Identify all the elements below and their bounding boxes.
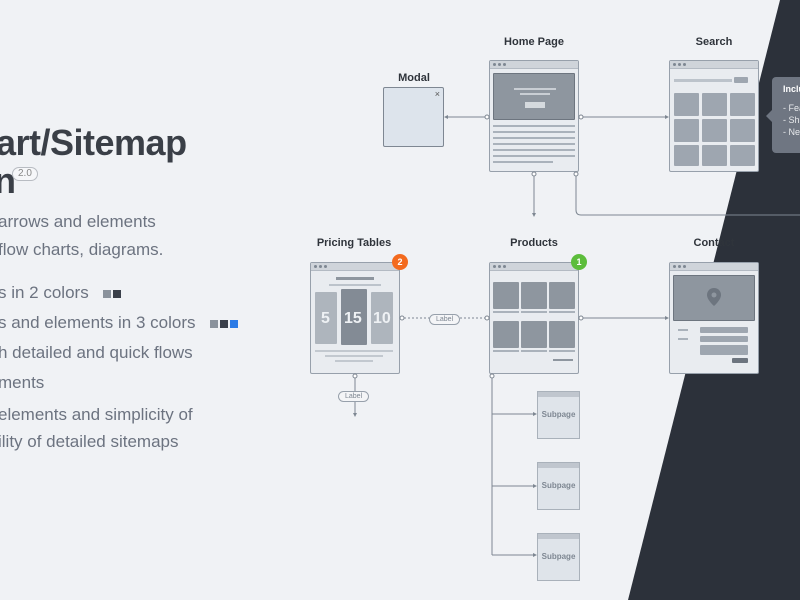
node-title-pricing-tables: Pricing Tables [316,237,392,249]
contact-wireframe[interactable] [669,262,759,374]
color-swatch-dark [113,289,122,298]
browser-bar [670,61,758,69]
feature-item: h detailed and quick flows [0,343,193,362]
hero-title-line1: art/Sitemap [0,122,187,163]
color-swatch-grey [210,319,219,328]
products-wireframe[interactable] [489,262,579,374]
badge-products: 1 [571,254,587,270]
close-icon: × [434,89,440,99]
connector-label: Label [338,391,370,402]
browser-bar [490,263,578,271]
tooltip-arrow [766,110,772,122]
tooltip-item: - Ne [783,127,800,137]
color-swatch-grey [103,289,112,298]
description-line1: arrows and elements [0,212,156,231]
feature-item: s in 2 colors [0,283,122,303]
feature-item: s and elements in 3 colors [0,313,239,333]
hero-block [493,73,575,120]
subpage-label: Subpage [541,410,576,419]
browser-bar [311,263,399,271]
modal-wireframe[interactable]: × [383,87,444,147]
info-tooltip: Inclu - Fea - Sh - Ne [772,77,800,153]
tooltip-title: Inclu [783,84,800,94]
subpage-label: Subpage [541,552,576,561]
subpage-label: Subpage [541,481,576,490]
browser-bar [490,61,578,69]
node-title-search: Search [695,36,733,48]
browser-bar [670,263,758,271]
node-title-products: Products [510,237,558,249]
subpage-wireframe[interactable]: Subpage [537,391,580,439]
tooltip-item: - Sh [783,115,800,125]
badge-pricing: 2 [392,254,408,270]
node-title-home-page: Home Page [504,36,564,48]
feature-item: ility of detailed sitemaps [0,432,179,451]
version-badge: 2.0 [12,167,38,181]
connector-label: Label [429,314,461,325]
node-title-contact: Contact [693,237,735,249]
subpage-wireframe[interactable]: Subpage [537,462,580,510]
price-value-low: 5 [321,310,330,327]
price-value-high: 10 [373,310,391,327]
feature-item: ments [0,373,45,392]
map-block [673,275,755,321]
description-line2: flow charts, diagrams. [0,240,164,259]
pricing-tables-wireframe[interactable]: 5 15 10 [310,262,400,374]
search-wireframe[interactable] [669,60,759,172]
subpage-wireframe[interactable]: Subpage [537,533,580,581]
feature-text: s in 2 colors [0,283,89,302]
color-swatch-blue [230,319,239,328]
node-title-modal: Modal [398,72,430,84]
tooltip-item: - Fea [783,103,800,113]
hero-title-line2: n [0,160,16,201]
feature-item: elements and simplicity of [0,405,193,424]
color-swatch-dark [220,319,229,328]
map-pin-icon [707,288,721,306]
feature-text: s and elements in 3 colors [0,313,196,332]
price-value-mid: 15 [344,310,362,327]
home-page-wireframe[interactable] [489,60,579,172]
